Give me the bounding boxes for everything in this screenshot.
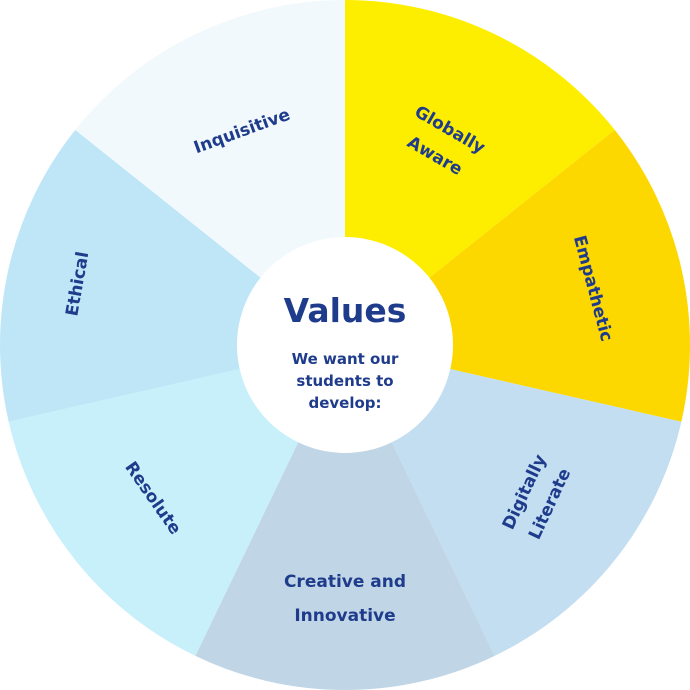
center-subtitle-line-3: develop: xyxy=(308,394,381,412)
center-title: Values xyxy=(284,291,407,330)
segment-creative-and-innovative xyxy=(195,345,495,690)
label-line: Innovative xyxy=(294,606,395,626)
segment-globally-aware xyxy=(345,0,615,345)
segment-digitally-literate xyxy=(345,345,682,656)
segment-resolute xyxy=(8,345,346,656)
center-hub xyxy=(237,237,453,453)
center-subtitle-line-1: We want our xyxy=(292,350,399,368)
center-subtitle-line-2: students to xyxy=(296,372,393,390)
label-line: Creative and xyxy=(284,572,406,592)
segment-inquisitive xyxy=(75,0,346,345)
